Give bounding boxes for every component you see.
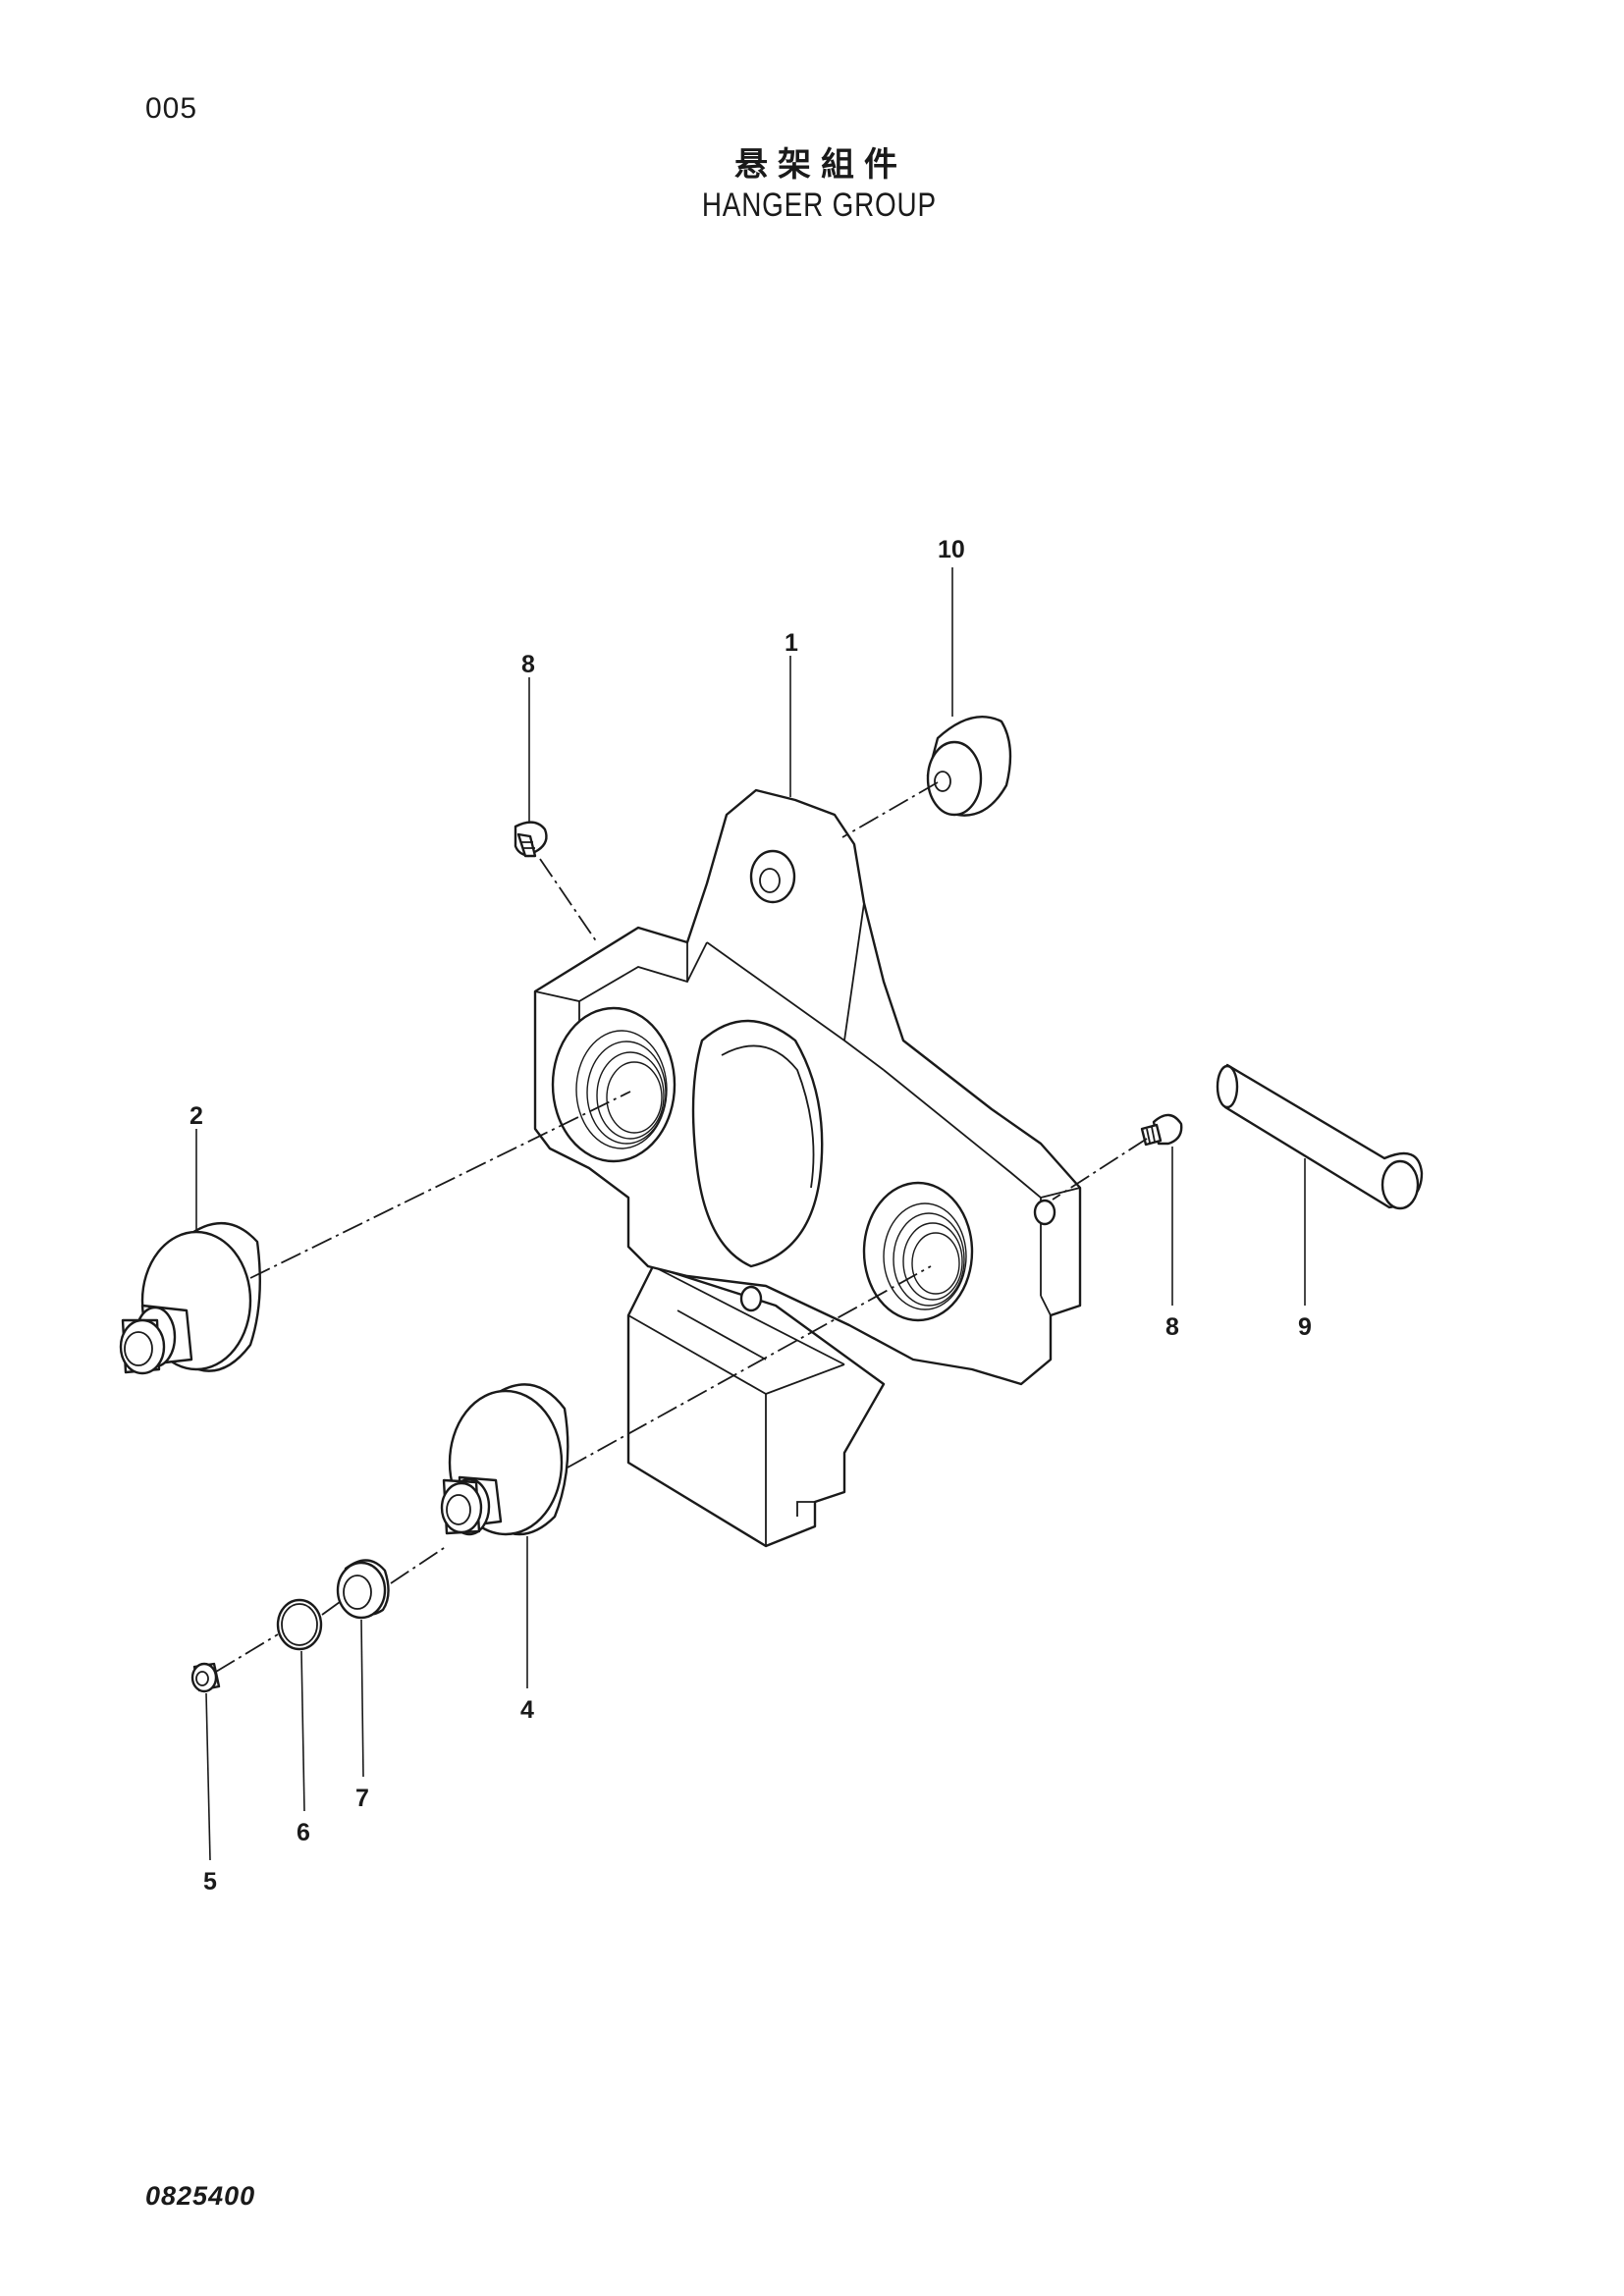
o-ring-part-6 [276,1598,323,1651]
screw-part-8-right [1140,1113,1183,1147]
callout-part-8-top: 8 [521,651,535,678]
callout-part-8-right: 8 [1165,1313,1179,1341]
title-english: HANGER GROUP [701,187,937,224]
callout-part-1: 1 [785,629,798,657]
backup-ring-part-7 [336,1559,390,1620]
pin-part-9 [1216,1063,1424,1210]
callout-part-9: 9 [1298,1313,1312,1341]
leader-lines [195,567,1306,1861]
page-number: 005 [145,92,198,125]
set-screw-part-5 [190,1662,221,1693]
drawing-code: 0825400 [145,2181,256,2211]
callout-part-2: 2 [189,1102,203,1130]
assembly-center-lines [215,781,1148,1673]
screw-part-8-top [514,821,548,858]
callout-part-5: 5 [203,1868,217,1896]
callout-part-6: 6 [297,1819,310,1846]
cap-part-10 [926,716,1012,817]
callout-part-4: 4 [520,1696,534,1724]
callout-part-10: 10 [938,536,965,563]
plug-part-2 [119,1222,261,1375]
callout-part-7: 7 [355,1785,369,1812]
plug-part-4 [440,1383,569,1536]
title-chinese: 悬架組件 [734,145,907,185]
hanger-bracket-part-1 [533,788,1082,1548]
